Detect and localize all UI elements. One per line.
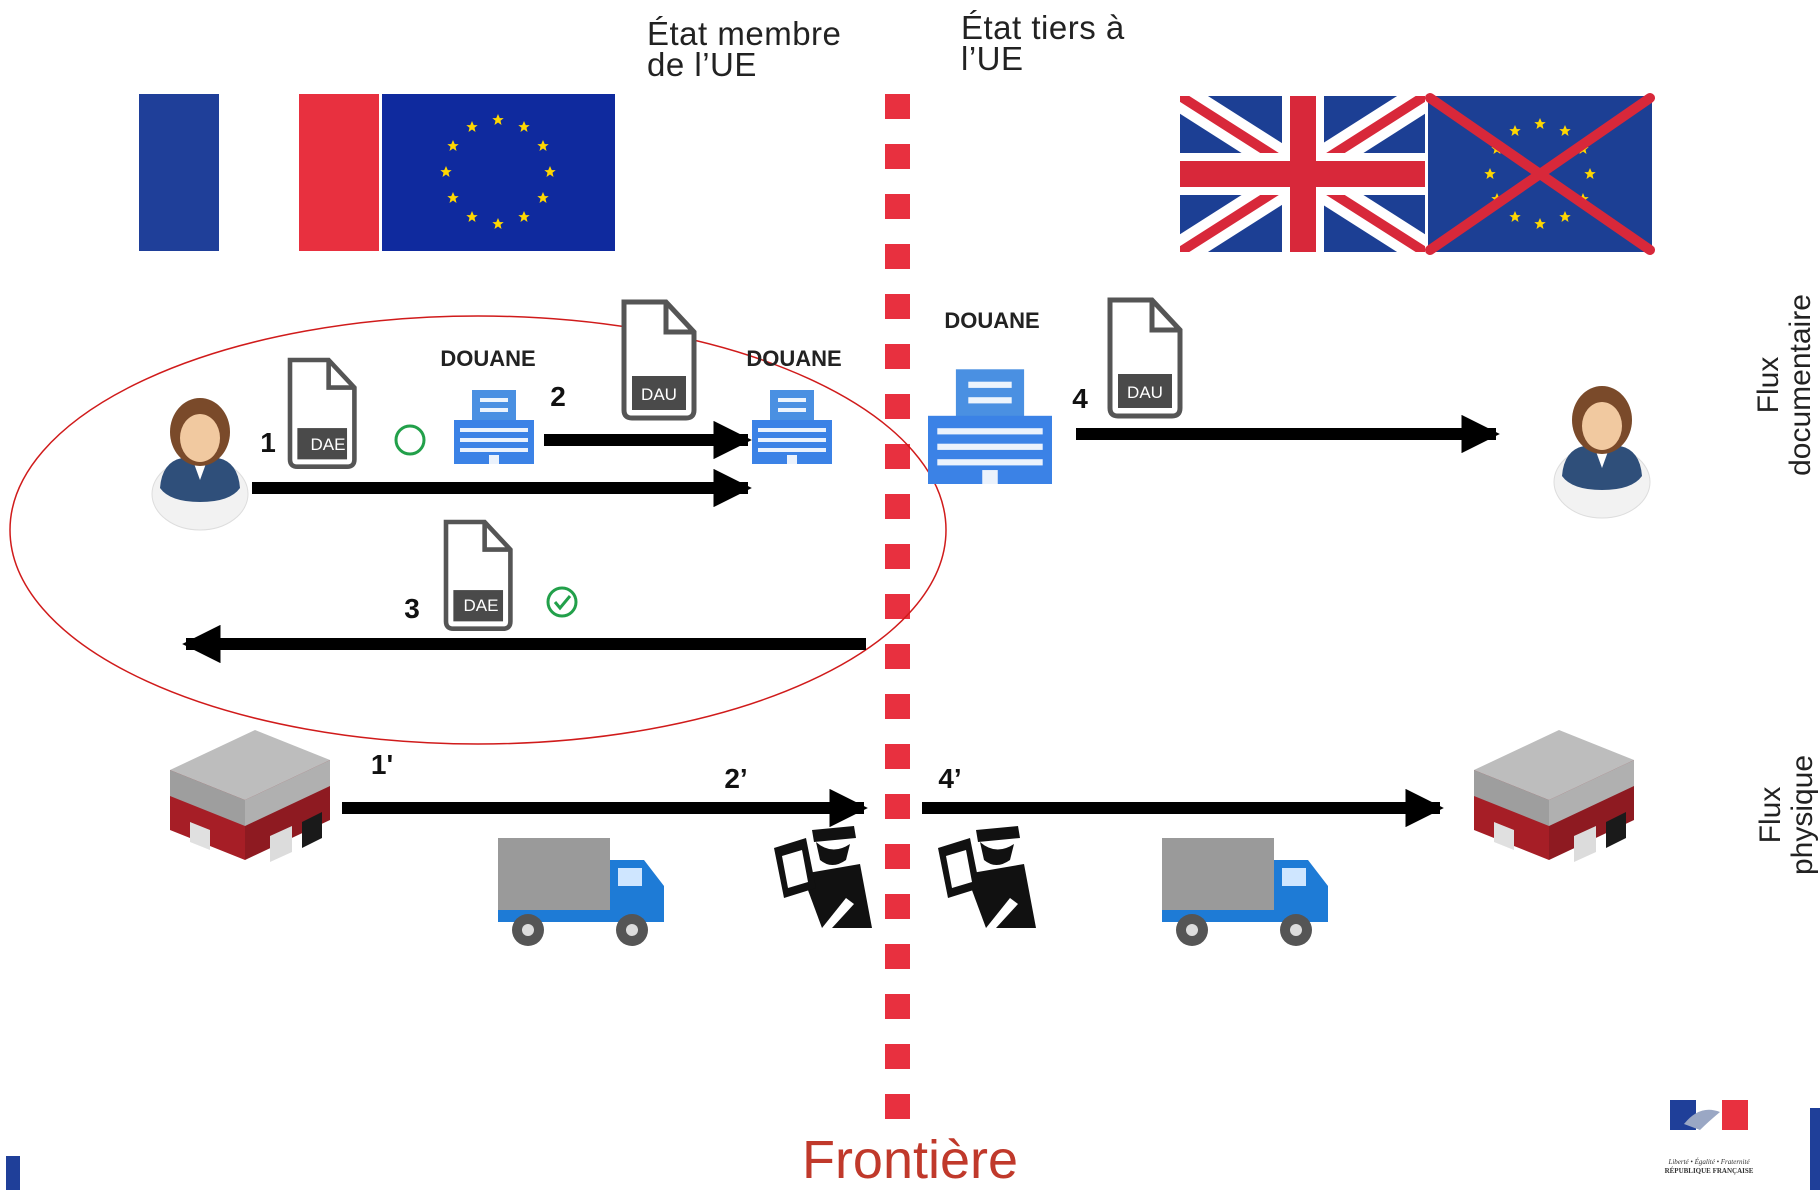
warehouse-destination-icon bbox=[1474, 730, 1634, 862]
step-4-label: 4 bbox=[1072, 383, 1088, 414]
douane-label-1: DOUANE bbox=[440, 346, 535, 371]
douane-office-2-icon bbox=[752, 390, 832, 464]
step-3-label: 3 bbox=[404, 593, 420, 624]
step-2-label: 2 bbox=[550, 381, 566, 412]
douane-office-1-icon bbox=[454, 390, 534, 464]
dae-document-1-label: DAE bbox=[311, 435, 346, 454]
truck-import-icon bbox=[1162, 838, 1328, 946]
dau-document-1-label: DAU bbox=[641, 385, 677, 404]
step-2p-label: 2’ bbox=[724, 763, 747, 794]
customs-officer-eu-icon bbox=[774, 826, 872, 928]
dae-document-2-label: DAE bbox=[464, 596, 499, 615]
eu-member-state-heading: État membre de l’UE bbox=[647, 15, 842, 83]
uk-flag bbox=[1180, 96, 1425, 252]
approved-check-icon bbox=[546, 586, 578, 618]
border-line bbox=[885, 94, 910, 1119]
step-4p-label: 4’ bbox=[938, 763, 961, 794]
importer-person-icon bbox=[1553, 385, 1651, 519]
warehouse-origin-icon bbox=[170, 730, 330, 862]
douane-label-2: DOUANE bbox=[746, 346, 841, 371]
truck-export-icon bbox=[498, 838, 664, 946]
france-flag bbox=[139, 94, 379, 251]
douane-office-3-icon bbox=[928, 369, 1052, 484]
crossed-eu-flag bbox=[1425, 93, 1655, 255]
republique-francaise-logo bbox=[1660, 1096, 1758, 1144]
eu-flag bbox=[382, 94, 615, 251]
step-1-label: 1 bbox=[260, 427, 276, 458]
highlight-ellipse bbox=[9, 315, 947, 745]
exporter-person-icon bbox=[151, 397, 249, 531]
dau-document-2-label: DAU bbox=[1127, 383, 1163, 402]
logo-caption: Liberté • Égalité • Fraternité RÉPUBLIQU… bbox=[1664, 1158, 1754, 1175]
edge-marker bbox=[1810, 1108, 1820, 1190]
pending-status-icon bbox=[394, 424, 426, 456]
third-country-heading: État tiers à l’UE bbox=[961, 9, 1125, 77]
corner-marker bbox=[6, 1156, 20, 1190]
douane-label-3: DOUANE bbox=[944, 308, 1039, 333]
frontiere-label: Frontière bbox=[801, 1130, 1019, 1190]
step-1p-label: 1' bbox=[371, 749, 393, 780]
customs-officer-uk-icon bbox=[938, 826, 1036, 928]
